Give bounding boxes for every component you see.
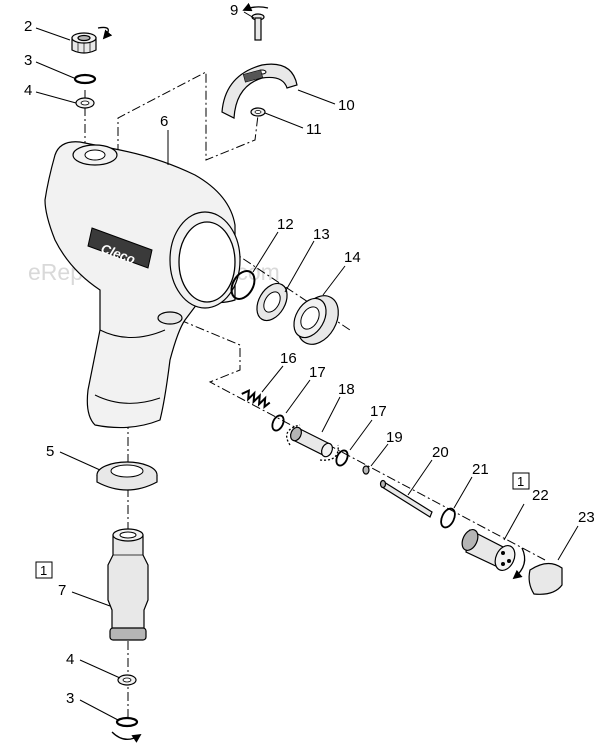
callout-18: 18: [338, 381, 355, 398]
part-9-screw: [242, 2, 269, 41]
part-20-rod: [379, 479, 433, 518]
part-3-snap-ring-top: [73, 73, 97, 85]
part-4-washer-bottom: [117, 674, 137, 686]
callout-22: 22: [532, 487, 549, 504]
part-7-sleeve: [107, 528, 149, 641]
callout-5: 5: [46, 443, 54, 460]
callout-17-b: 17: [370, 403, 387, 420]
callout-11: 11: [306, 121, 322, 138]
callout-7: 7: [58, 582, 66, 599]
callout-4-top: 4: [24, 82, 32, 99]
part-16-spring: [241, 388, 271, 409]
part-11-washer: [250, 107, 266, 117]
callout-6: 6: [160, 113, 168, 130]
callout-3-bottom: 3: [66, 690, 74, 707]
part-3-snap-ring-bottom: [111, 716, 142, 743]
svg-text:1: 1: [517, 474, 524, 489]
callout-16: 16: [280, 350, 297, 367]
part-17-o-ring-b: [335, 449, 349, 467]
part-22-valve-housing: [461, 529, 526, 580]
callout-14: 14: [344, 249, 361, 266]
part-17-o-ring-a: [271, 414, 285, 432]
part-14-collar: [293, 295, 339, 345]
callout-12: 12: [277, 216, 294, 233]
svg-text:1: 1: [40, 563, 47, 578]
callout-17-a: 17: [309, 364, 326, 381]
callout-19: 19: [386, 429, 403, 446]
part-18-spool: [286, 424, 339, 461]
part-6-housing: Cleco: [44, 141, 241, 429]
part-5-bushing: [96, 461, 158, 491]
callout-numbers: 2 3 4 5 6 7 4 3 9 10 11 12 13 14 16 17 1…: [24, 2, 595, 707]
callout-2: 2: [24, 18, 32, 35]
reference-box-1-left: 1: [35, 561, 53, 579]
part-19-ball: [362, 465, 370, 475]
part-13-disc: [256, 282, 288, 322]
callout-20: 20: [432, 444, 449, 461]
callout-21: 21: [472, 461, 489, 478]
part-23-knob: [528, 562, 563, 595]
part-12-o-ring: [230, 270, 256, 300]
part-10-clamp: [221, 63, 298, 119]
callout-23: 23: [578, 509, 595, 526]
callout-3-top: 3: [24, 52, 32, 69]
part-4-washer-top: [75, 97, 95, 109]
callout-13: 13: [313, 226, 330, 243]
part-21-o-ring: [440, 507, 456, 529]
leader-lines: [35, 11, 579, 721]
reference-box-1-top: 1: [512, 472, 530, 490]
callout-10: 10: [338, 97, 355, 114]
callout-9: 9: [230, 2, 238, 19]
callout-4-bottom: 4: [66, 651, 74, 668]
part-2-nut: [71, 26, 113, 54]
